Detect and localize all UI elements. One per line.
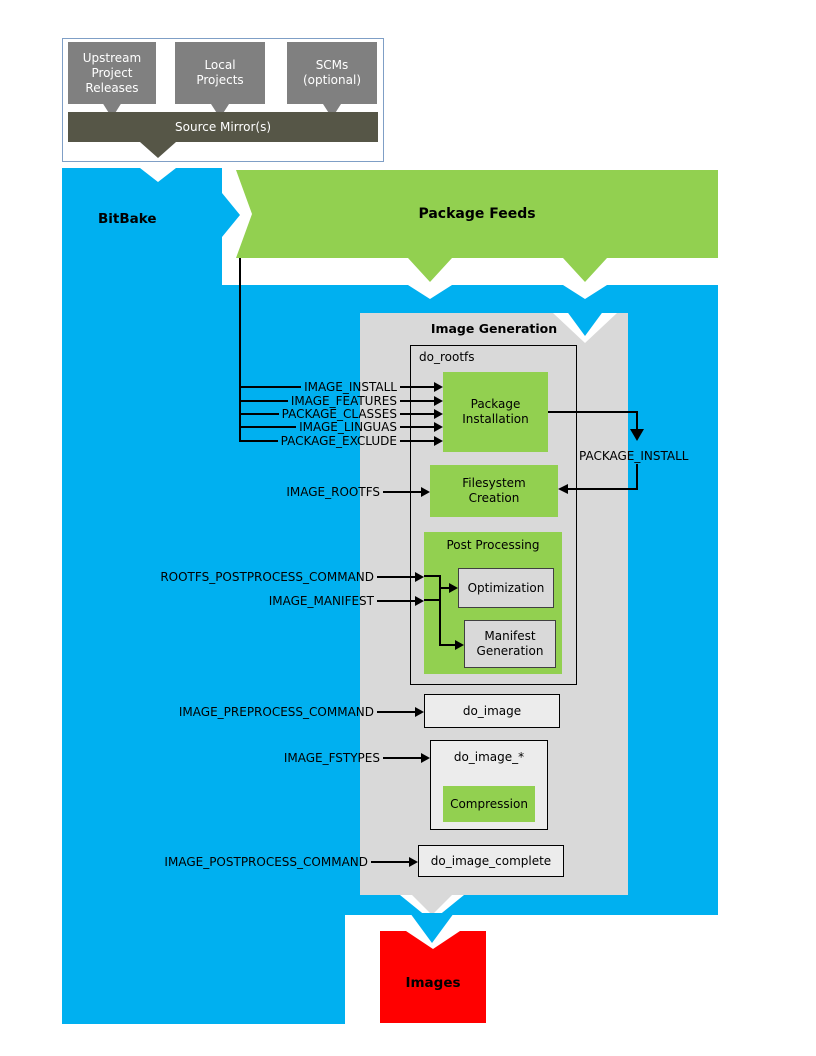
connector-line (240, 412, 279, 415)
bitbake-region-bottom (62, 915, 345, 1024)
connector-line (377, 599, 415, 602)
var-rootfs-postprocess-command: ROOTFS_POSTPROCESS_COMMAND (157, 569, 424, 584)
connector-line (567, 488, 638, 490)
connector-line (424, 599, 440, 601)
connector-line (441, 644, 456, 646)
var-label: IMAGE_FEATURES (290, 393, 397, 408)
arrowhead-right-icon (415, 571, 424, 582)
arrowhead-down-icon (630, 429, 644, 441)
arrowhead-right-icon (415, 595, 424, 606)
var-package-classes: PACKAGE_CLASSES (240, 406, 443, 421)
do-rootfs-label: do_rootfs (419, 350, 475, 364)
source-mirrors-bar: Source Mirror(s) (68, 112, 378, 142)
do-image-box: do_image (424, 694, 560, 728)
var-label: IMAGE_PREPROCESS_COMMAND (178, 704, 374, 719)
var-label: IMAGE_ROOTFS (286, 484, 380, 499)
connector-line (400, 399, 434, 402)
var-label: IMAGE_INSTALL (304, 379, 397, 394)
optimization-box: Optimization (458, 568, 554, 608)
arrowhead-left-icon (558, 484, 568, 494)
connector-line (441, 587, 450, 589)
var-package-install-label: PACKAGE_INSTALL (579, 449, 689, 463)
connector-line (383, 756, 421, 759)
connector-line (439, 575, 441, 646)
bitbake-label: BitBake (98, 211, 157, 227)
var-label: IMAGE_POSTPROCESS_COMMAND (164, 854, 368, 869)
connector-line (400, 439, 434, 442)
var-image-fstypes: IMAGE_FSTYPES (281, 750, 430, 765)
arrowhead-right-icon (434, 395, 443, 406)
arrowhead-right-icon (415, 706, 424, 717)
manifest-generation-box: Manifest Generation (464, 620, 556, 668)
connector-line (548, 411, 638, 413)
post-processing-label: Post Processing (446, 538, 540, 552)
var-image-manifest: IMAGE_MANIFEST (266, 593, 424, 608)
var-label: IMAGE_LINGUAS (299, 419, 397, 434)
connector-line (400, 412, 434, 415)
filesystem-creation-box: Filesystem Creation (430, 465, 558, 517)
var-label: IMAGE_FSTYPES (283, 750, 380, 765)
arrowhead-right-icon (434, 421, 443, 432)
do-image-complete-box: do_image_complete (418, 845, 564, 877)
images-box: Images (380, 931, 486, 1023)
compression-box: Compression (443, 786, 535, 822)
var-package-exclude: PACKAGE_EXCLUDE (240, 433, 443, 448)
arrowhead-right-icon (434, 381, 443, 392)
connector-line (371, 860, 409, 863)
var-label: PACKAGE_EXCLUDE (280, 433, 397, 448)
var-label: PACKAGE_CLASSES (281, 406, 397, 421)
arrowhead-right-icon (449, 583, 458, 593)
var-image-preprocess-command: IMAGE_PREPROCESS_COMMAND (176, 704, 424, 719)
var-image-features: IMAGE_FEATURES (240, 393, 443, 408)
connector-line (240, 439, 278, 442)
connector-line (424, 575, 440, 577)
package-installation-box: Package Installation (443, 372, 548, 452)
var-image-install: IMAGE_INSTALL (240, 379, 443, 394)
image-generation-title: Image Generation (430, 321, 558, 336)
var-image-linguas: IMAGE_LINGUAS (240, 419, 443, 434)
connector-line (636, 464, 638, 489)
connector-line (240, 399, 288, 402)
arrowhead-right-icon (421, 752, 430, 763)
bitbake-region-top (62, 168, 222, 285)
package-feeds-label: Package Feeds (418, 206, 536, 222)
do-rootfs-box (410, 345, 577, 685)
connector-line (377, 710, 415, 713)
arrowhead-right-icon (409, 856, 418, 867)
package-feeds-banner (236, 170, 718, 282)
connector-line (400, 425, 434, 428)
arrowhead-right-icon (421, 486, 430, 497)
arrowhead-right-icon (434, 435, 443, 446)
arrowhead-right-icon (434, 408, 443, 419)
var-image-postprocess-command: IMAGE_POSTPROCESS_COMMAND (161, 854, 418, 869)
var-label: IMAGE_MANIFEST (268, 593, 374, 608)
feeds-variable-bus-line (239, 258, 241, 442)
connector-line (377, 575, 415, 578)
var-image-rootfs: IMAGE_ROOTFS (283, 484, 430, 499)
arrowhead-right-icon (455, 640, 464, 650)
connector-line (240, 425, 297, 428)
connector-line (636, 411, 638, 429)
connector-line (400, 385, 434, 388)
var-label: ROOTFS_POSTPROCESS_COMMAND (160, 569, 374, 584)
connector-line (240, 385, 302, 388)
connector-line (383, 490, 421, 493)
do-image-star-label: do_image_* (453, 750, 525, 764)
